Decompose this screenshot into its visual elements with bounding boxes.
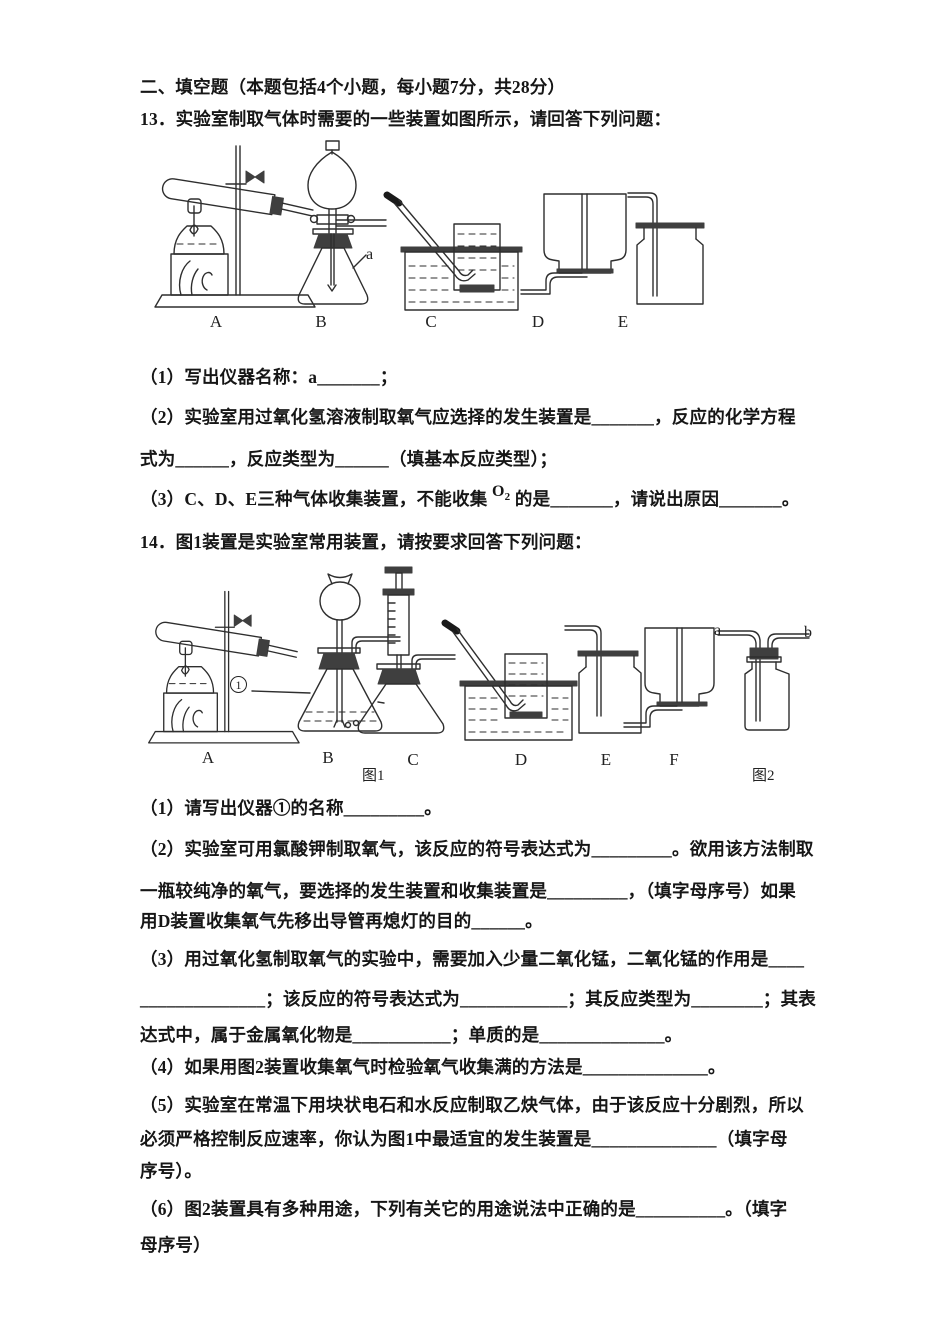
fig2-label-A: A <box>201 748 215 767</box>
fig2-annotation-a: a <box>714 622 722 639</box>
apparatus-c2-flask-syringe <box>357 566 456 734</box>
fig1-annotation-a: a <box>366 246 374 263</box>
fig1-label-A: A <box>209 312 223 331</box>
q14-part3-line2: ______________；该反应的符号表达式为____________；其反… <box>140 989 816 1009</box>
figure2-apparatus-diagram <box>148 566 810 744</box>
q13-intro: 13．实验室制取气体时需要的一些装置如图所示，请回答下列问题： <box>140 109 672 129</box>
fig1-label-C: C <box>425 312 437 331</box>
apparatus-b2-flask-thistle-funnel <box>251 573 401 732</box>
q14-part1-text: （1）请写出仪器①的名称_________。 <box>140 798 442 818</box>
q14-part2-line2: 一瓶较纯净的氧气，要选择的发生装置和收集装置是_________，（填字母序号）… <box>140 881 796 901</box>
q14-part5-line1: （5）实验室在常温下用块状电石和水反应制取乙炔气体，由于该反应十分剧烈，所以 <box>140 1095 804 1115</box>
q14-part2-line1: （2）实验室可用氯酸钾制取氧气，该反应的符号表达式为_________。欲用该方… <box>140 839 814 859</box>
apparatus-f2-downward-collection-bottle <box>623 627 715 728</box>
figure1-apparatus-diagram <box>154 140 705 311</box>
fig2-caption: 图2 <box>752 768 775 784</box>
fig1-caption: 图1 <box>362 768 385 784</box>
circled-1-label: 1 <box>230 676 247 693</box>
fig2-label-F: F <box>669 750 679 769</box>
q14-part4-text: （4）如果用图2装置收集氧气时检验氧气收集满的方法是______________… <box>140 1057 726 1077</box>
apparatus-a-test-tube-heating <box>154 145 316 308</box>
fig2-label-E: E <box>600 750 612 769</box>
wood-block <box>170 253 229 296</box>
q14-part6-line2: 母序号） <box>140 1235 211 1255</box>
q14-intro: 14．图1装置是实验室常用装置，请按要求回答下列问题： <box>140 532 592 552</box>
fig2-label-C: C <box>407 750 419 769</box>
q13-part2-line2-text: 式为______，反应类型为______（填基本反应类型）； <box>140 449 558 469</box>
alcohol-lamp <box>173 198 225 255</box>
fig2-annotation-b: b <box>804 624 812 641</box>
apparatus-a2-test-tube-heating <box>148 590 300 744</box>
q13-part3-text: （3）C、D、E三种气体收集装置，不能收集 O2 的是_______，请说出原因… <box>140 483 840 512</box>
q13-part2-line1-text: （2）实验室用过氧化氢溶液制取氧气应选择的发生装置是_______，反应的化学方… <box>140 407 796 427</box>
q14-part6-line1: （6）图2装置具有多种用途，下列有关它的用途说法中正确的是__________。… <box>140 1199 788 1219</box>
oxygen-formula: O2 <box>491 483 511 504</box>
section-header: 二、填空题（本题包括4个小题，每小题7分，共28分） <box>140 77 566 97</box>
apparatus-d2-water-trough <box>441 619 578 741</box>
q14-part5-line3: 序号）。 <box>140 1161 203 1181</box>
apparatus-c-water-trough <box>383 191 523 311</box>
q13-part3-after: 的是_______，请说出原因_______。 <box>514 489 800 509</box>
q13-part3-before: （3）C、D、E三种气体收集装置，不能收集 <box>140 489 488 509</box>
fig2-label-B: B <box>322 748 334 767</box>
q13-part1-text: （1）写出仪器名称：a_______； <box>140 367 398 387</box>
q14-part3-line1: （3）用过氧化氢制取氧气的实验中，需要加入少量二氧化锰，二氧化锰的作用是____ <box>140 949 805 969</box>
q14-part2-line3: 用D装置收集氧气先移出导管再熄灯的目的______。 <box>140 911 543 931</box>
fig2-label-D: D <box>514 750 528 769</box>
apparatus-e2-upward-collection-bottle <box>564 625 642 734</box>
gas-washing-bottle <box>717 630 810 731</box>
q14-part5-line2: 必须严格控制反应速率，你认为图1中最适宜的发生装置是______________… <box>140 1129 788 1149</box>
fig1-label-D: D <box>531 312 545 331</box>
apparatus-e-upward-collection-bottle <box>627 192 705 305</box>
fig1-label-E: E <box>617 312 629 331</box>
apparatus-b-flask-separating-funnel <box>297 140 387 305</box>
fig1-label-B: B <box>315 312 327 331</box>
apparatus-d-downward-collection-bottle <box>520 193 627 295</box>
q14-part3-line3: 达式中，属于金属氧化物是___________；单质的是____________… <box>140 1025 683 1045</box>
